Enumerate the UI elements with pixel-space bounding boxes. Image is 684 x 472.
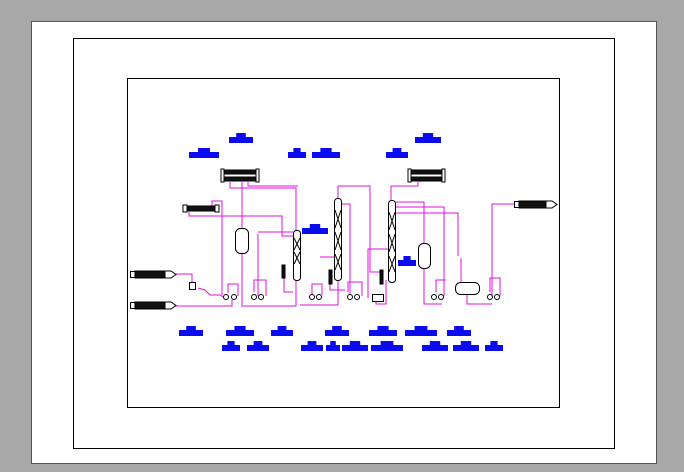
label-block[interactable] [342, 341, 368, 351]
heat-exchanger-top-right[interactable] [407, 168, 446, 183]
pipe [423, 268, 442, 305]
label-block[interactable] [226, 326, 254, 336]
pipe [227, 283, 239, 296]
pipe [247, 182, 298, 187]
column-1[interactable] [293, 230, 301, 281]
pipe [435, 279, 446, 292]
mixer[interactable] [189, 282, 196, 290]
column-2[interactable] [334, 198, 342, 281]
pipe [175, 273, 193, 285]
pump-icon[interactable] [309, 294, 315, 300]
label-blocks [179, 133, 503, 351]
label-block[interactable] [326, 341, 340, 351]
pump-icon[interactable] [431, 294, 437, 300]
reboiler-2[interactable] [328, 269, 333, 285]
label-block[interactable] [415, 133, 441, 143]
reflux-drum-1[interactable] [235, 228, 249, 254]
label-block[interactable] [369, 326, 397, 336]
label-block[interactable] [271, 326, 293, 336]
pipe [188, 212, 293, 237]
pipe [229, 182, 297, 230]
pump-icon[interactable] [487, 294, 493, 300]
pipe [347, 281, 363, 296]
label-block[interactable] [422, 341, 448, 351]
reboiler-1[interactable] [281, 264, 286, 279]
pump-icon[interactable] [354, 294, 360, 300]
label-block[interactable] [371, 341, 403, 351]
pipe [395, 212, 459, 256]
label-block[interactable] [222, 341, 240, 351]
pipe [466, 294, 492, 305]
pump-icon[interactable] [494, 294, 500, 300]
pipe [395, 206, 445, 296]
pump-icon[interactable] [223, 294, 229, 300]
label-block[interactable] [398, 256, 416, 266]
heat-exchanger-left[interactable] [182, 204, 220, 213]
pipe [341, 203, 351, 296]
pipe [489, 277, 501, 296]
pump-icon[interactable] [316, 294, 322, 300]
label-block[interactable] [301, 341, 323, 351]
pipe [390, 182, 419, 200]
vessel-small[interactable] [372, 294, 384, 302]
pipe [491, 203, 514, 296]
label-block[interactable] [189, 148, 219, 158]
label-block[interactable] [288, 148, 306, 158]
label-block[interactable] [453, 341, 479, 351]
label-block[interactable] [386, 148, 408, 158]
pipelines [175, 177, 514, 307]
label-block[interactable] [325, 326, 349, 336]
label-block[interactable] [302, 224, 328, 234]
pipe [175, 300, 233, 307]
label-block[interactable] [447, 326, 471, 336]
feed-stream-1[interactable] [130, 270, 177, 279]
pipe [283, 278, 293, 293]
reboiler-3[interactable] [379, 269, 384, 285]
pipe [395, 201, 425, 243]
pipe [241, 253, 297, 307]
reflux-drum-2[interactable] [418, 243, 431, 269]
pipe [311, 283, 323, 296]
pipe [300, 280, 339, 306]
pump-icon[interactable] [251, 294, 257, 300]
pipe [337, 185, 382, 273]
pump-icon[interactable] [231, 294, 237, 300]
pumps [223, 294, 500, 300]
pipe [253, 279, 267, 296]
title-block-frame [73, 38, 615, 449]
label-block[interactable] [179, 326, 203, 336]
drawing-sheet [31, 21, 657, 464]
label-block[interactable] [312, 148, 340, 158]
pump-icon[interactable] [258, 294, 264, 300]
product-stream[interactable] [514, 200, 558, 209]
pump-icon[interactable] [347, 294, 353, 300]
heat-exchanger-top-left[interactable] [220, 168, 260, 183]
label-block[interactable] [405, 326, 437, 336]
drawing-border [127, 78, 560, 408]
horizontal-drum[interactable] [455, 282, 480, 295]
label-block[interactable] [247, 341, 269, 351]
pump-icon[interactable] [438, 294, 444, 300]
feed-stream-2[interactable] [130, 301, 177, 310]
label-block[interactable] [485, 341, 503, 351]
pipe [367, 248, 388, 298]
pipe [197, 287, 226, 299]
label-block[interactable] [229, 133, 253, 143]
column-3[interactable] [388, 200, 396, 283]
pipe [211, 200, 223, 295]
